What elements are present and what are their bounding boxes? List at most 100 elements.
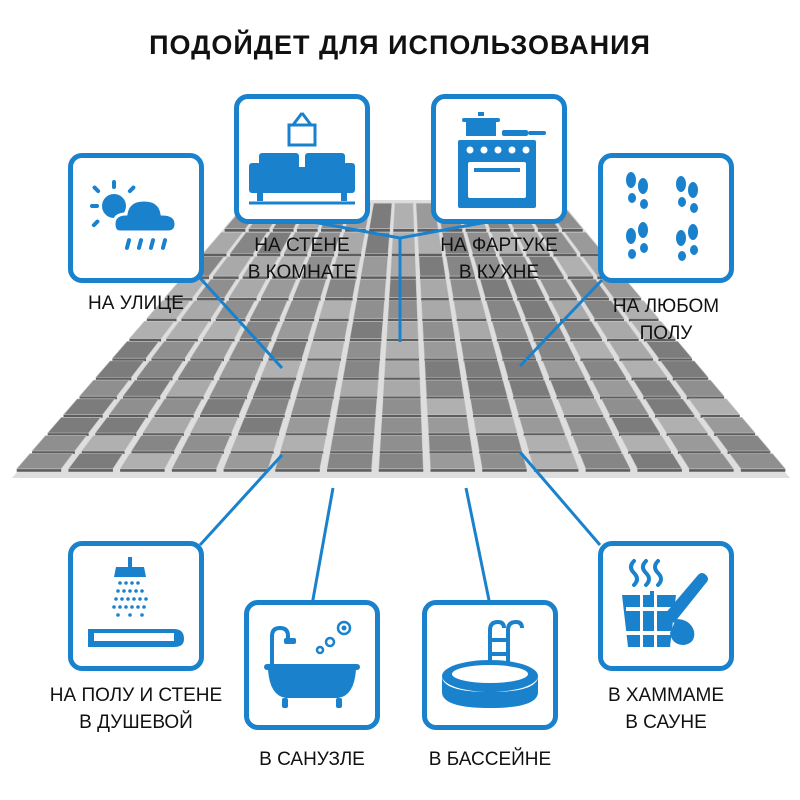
mosaic-tile <box>356 278 387 298</box>
tile-edge <box>307 358 342 362</box>
tile-edge <box>518 414 558 418</box>
mosaic-tile <box>620 360 668 378</box>
tile-edge <box>311 253 335 257</box>
tile-edge <box>275 468 320 472</box>
tile-edge <box>463 358 498 362</box>
tile-edge <box>387 318 418 322</box>
tile-edge <box>580 253 604 257</box>
mosaic-tile <box>199 398 247 416</box>
tile-edge <box>383 396 421 400</box>
label-outdoor: НА УЛИЦЕ <box>68 290 204 317</box>
mosaic-tile <box>656 417 709 434</box>
label-sauna: В ХАММАМЕ В САУНЕ <box>588 682 744 736</box>
label-pool: В БАССЕЙНЕ <box>412 746 568 773</box>
tile-edge <box>343 377 379 381</box>
label-any-floor-line1: НА ЛЮБОМ <box>612 296 720 317</box>
mosaic-tile <box>427 417 470 434</box>
mosaic-tile <box>252 379 296 397</box>
mosaic-tile <box>701 417 756 434</box>
mosaic-tile <box>595 320 640 339</box>
sauna-icon <box>622 559 708 647</box>
tile-edge <box>549 297 577 301</box>
tile-edge <box>556 396 594 400</box>
tile-edge <box>228 297 257 301</box>
mosaic-tile <box>202 232 244 254</box>
tile-edge <box>449 276 475 280</box>
mosaic-tile <box>421 300 453 319</box>
mosaic-tile <box>630 320 677 339</box>
tile-edge <box>517 297 545 301</box>
mosaic-tile <box>659 360 709 378</box>
mosaic-tile <box>456 320 493 339</box>
mosaic-tile <box>318 300 353 319</box>
tile-edge <box>613 297 641 301</box>
mosaic-tile <box>529 453 579 470</box>
mosaic-tile <box>242 256 280 277</box>
label-outdoor-line1: НА УЛИЦЕ <box>88 293 184 314</box>
card-kitchen-apron <box>431 94 567 224</box>
tile-edge <box>421 297 449 301</box>
mosaic-tile <box>390 256 417 277</box>
mosaic-tile <box>285 417 331 434</box>
mosaic-tile <box>678 453 735 470</box>
tile-edge <box>607 338 639 342</box>
mosaic-tile <box>391 232 416 254</box>
mosaic-tile <box>237 417 285 434</box>
tile-edge <box>628 318 659 322</box>
tile-edge <box>456 318 487 322</box>
tile-edge <box>499 253 523 257</box>
tile-edge <box>619 358 654 362</box>
label-any-floor: НА ЛЮБОМ ПОЛУ <box>598 293 734 347</box>
mosaic-tile <box>645 341 693 359</box>
mosaic-tile <box>47 417 102 434</box>
tile-edge <box>426 396 464 400</box>
mosaic-tile <box>571 435 622 452</box>
tile-edge <box>245 414 285 418</box>
mosaic-tile <box>460 341 498 359</box>
mosaic-tile <box>342 360 381 378</box>
tile-edge <box>360 276 387 280</box>
tile-edge <box>609 414 649 418</box>
tile-edge <box>178 377 214 381</box>
mosaic-tile <box>349 320 384 339</box>
tile-edge <box>129 338 162 342</box>
tile-edge <box>389 297 417 301</box>
mosaic-tile <box>423 341 459 359</box>
tile-edge <box>549 377 585 381</box>
mosaic-tile <box>301 360 341 378</box>
pool-icon <box>442 619 538 708</box>
mosaic-tile <box>339 379 379 397</box>
mosaic-tile <box>380 417 423 434</box>
tile-edge <box>327 468 372 472</box>
tile-edge <box>508 276 535 280</box>
mosaic-tile <box>479 278 514 298</box>
tile-edge <box>209 396 247 400</box>
tile-edge <box>384 377 420 381</box>
tile-edge <box>250 318 280 322</box>
mosaic-tile <box>426 398 468 416</box>
tile-edge <box>291 414 331 418</box>
tile-edge <box>63 414 103 418</box>
mosaic-tile <box>296 379 338 397</box>
card-bathroom <box>244 600 380 730</box>
tile-edge <box>473 414 513 418</box>
mosaic-tile <box>190 417 239 434</box>
card-sauna <box>598 541 734 671</box>
tile-edge <box>230 253 254 257</box>
tile-edge <box>590 377 626 381</box>
tile-edge <box>166 396 204 400</box>
mosaic-tile <box>307 341 345 359</box>
mosaic-tile <box>386 320 419 339</box>
mosaic-tile <box>271 256 307 277</box>
mosaic-tile <box>111 341 160 359</box>
tile-edge <box>253 396 291 400</box>
mosaic-tile <box>667 435 722 452</box>
bathtub-icon <box>264 620 360 708</box>
tile-edge <box>686 396 725 400</box>
mosaic-tile <box>81 435 136 452</box>
tile-edge <box>460 338 492 342</box>
mosaic-tile <box>223 453 274 470</box>
tile-edge <box>643 396 681 400</box>
mosaic-tile <box>508 379 552 397</box>
mosaic-tile <box>715 435 771 452</box>
